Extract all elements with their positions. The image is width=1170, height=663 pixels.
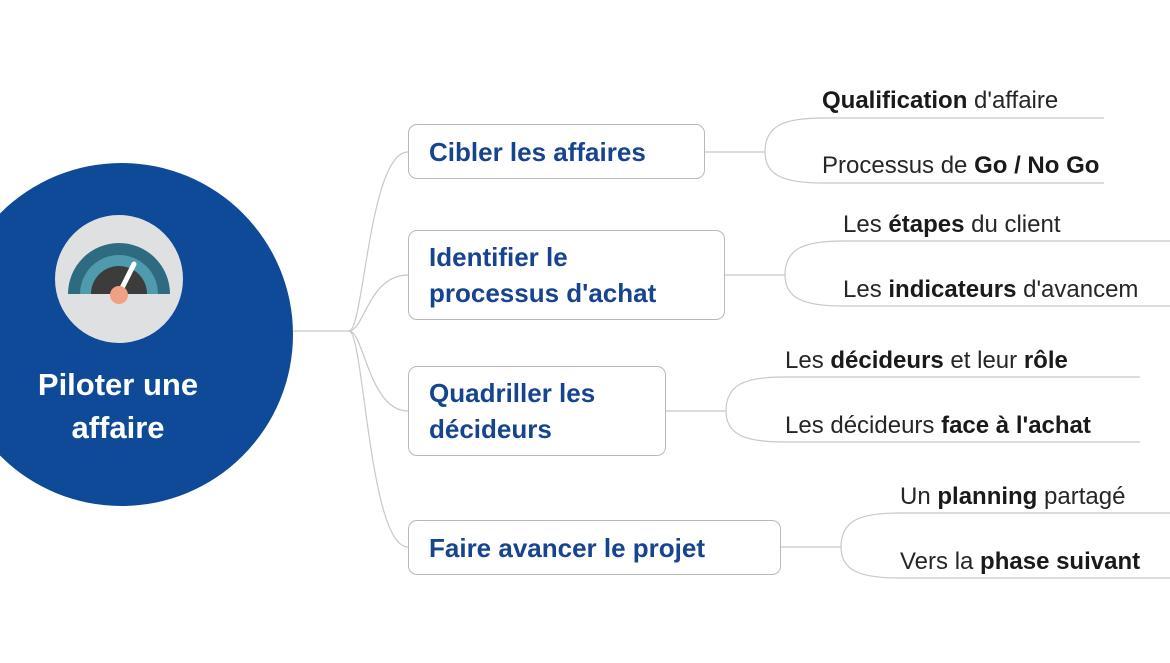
topic-label-line-2: processus d'achat: [429, 278, 657, 308]
leaf-indicateurs[interactable]: Les indicateurs d'avancem: [843, 275, 1138, 305]
leaf-text: du client: [964, 211, 1061, 238]
leaf-text: Processus de: [822, 152, 975, 179]
leaf-text: Qualification: [822, 87, 968, 114]
central-topic[interactable]: Piloter une affaire: [0, 163, 293, 506]
topic-label-line-2: décideurs: [429, 414, 552, 444]
topic-label-line-1: Quadriller les: [429, 378, 596, 408]
leaf-text: rôle: [1023, 347, 1068, 374]
central-title-line-1: Piloter une: [37, 367, 199, 402]
connector-leaf-upper-4: [840, 512, 1170, 548]
topic-quadriller-decideurs[interactable]: Quadriller les décideurs: [408, 366, 666, 456]
topic-label: Faire avancer le projet: [429, 532, 706, 563]
leaf-text: d'avancem: [1016, 276, 1139, 303]
connector-leaf-lower-1: [764, 151, 1104, 184]
gauge-icon-background: [55, 215, 183, 343]
topic-faire-avancer-projet[interactable]: Faire avancer le projet: [408, 520, 781, 575]
leaf-text: Go / No Go: [974, 152, 1100, 179]
topic-identifier-processus[interactable]: Identifier le processus d'achat: [408, 230, 725, 320]
leaf-text: Les décideurs: [785, 412, 942, 439]
leaf-text: Vers la: [900, 548, 981, 575]
topic-label-line-1: Identifier le: [429, 242, 568, 272]
central-title: Piloter une affaire: [0, 363, 236, 449]
leaf-go-no-go[interactable]: Processus de Go / No Go: [822, 151, 1099, 181]
connector-leaf-upper-3: [725, 376, 1140, 412]
leaf-text: planning: [937, 483, 1038, 510]
topic-label: Cibler les affaires: [429, 136, 646, 167]
leaf-face-achat[interactable]: Les décideurs face à l'achat: [785, 411, 1091, 441]
leaf-text: Les: [785, 347, 831, 374]
leaf-text: partagé: [1037, 483, 1126, 510]
connector-leaf-lower-2: [784, 274, 1170, 307]
leaf-text: d'affaire: [967, 87, 1059, 114]
connector-leaf-upper-1: [764, 117, 1104, 153]
leaf-text: et leur: [943, 347, 1024, 374]
leaf-text: face à l'achat: [941, 412, 1091, 439]
connector-leaf-lower-3: [725, 410, 1140, 443]
topic-cibler-les-affaires[interactable]: Cibler les affaires: [408, 124, 705, 179]
leaf-text: décideurs: [830, 347, 944, 374]
leaf-text: Les: [843, 276, 889, 303]
connector-topic-1: [348, 151, 409, 332]
gauge-icon: [68, 243, 170, 304]
connector-topic-3: [348, 330, 409, 412]
leaf-qualification[interactable]: Qualification d'affaire: [822, 86, 1058, 116]
leaf-etapes[interactable]: Les étapes du client: [843, 210, 1060, 240]
leaf-planning[interactable]: Un planning partagé: [900, 482, 1125, 512]
leaf-text: indicateurs: [888, 276, 1017, 303]
leaf-phase-suivante[interactable]: Vers la phase suivant: [900, 547, 1140, 577]
connector-leaf-upper-2: [784, 240, 1170, 276]
leaf-text: Un: [900, 483, 938, 510]
central-title-line-2: affaire: [71, 410, 165, 445]
connector-leaf-lower-4: [840, 546, 1170, 579]
connector-topic-4: [348, 330, 409, 548]
leaf-text: étapes: [888, 211, 965, 238]
leaf-decideurs-role[interactable]: Les décideurs et leur rôle: [785, 346, 1068, 376]
connector-topic-2: [348, 274, 409, 332]
leaf-text: Les: [843, 211, 889, 238]
leaf-text: phase suivant: [980, 548, 1141, 575]
